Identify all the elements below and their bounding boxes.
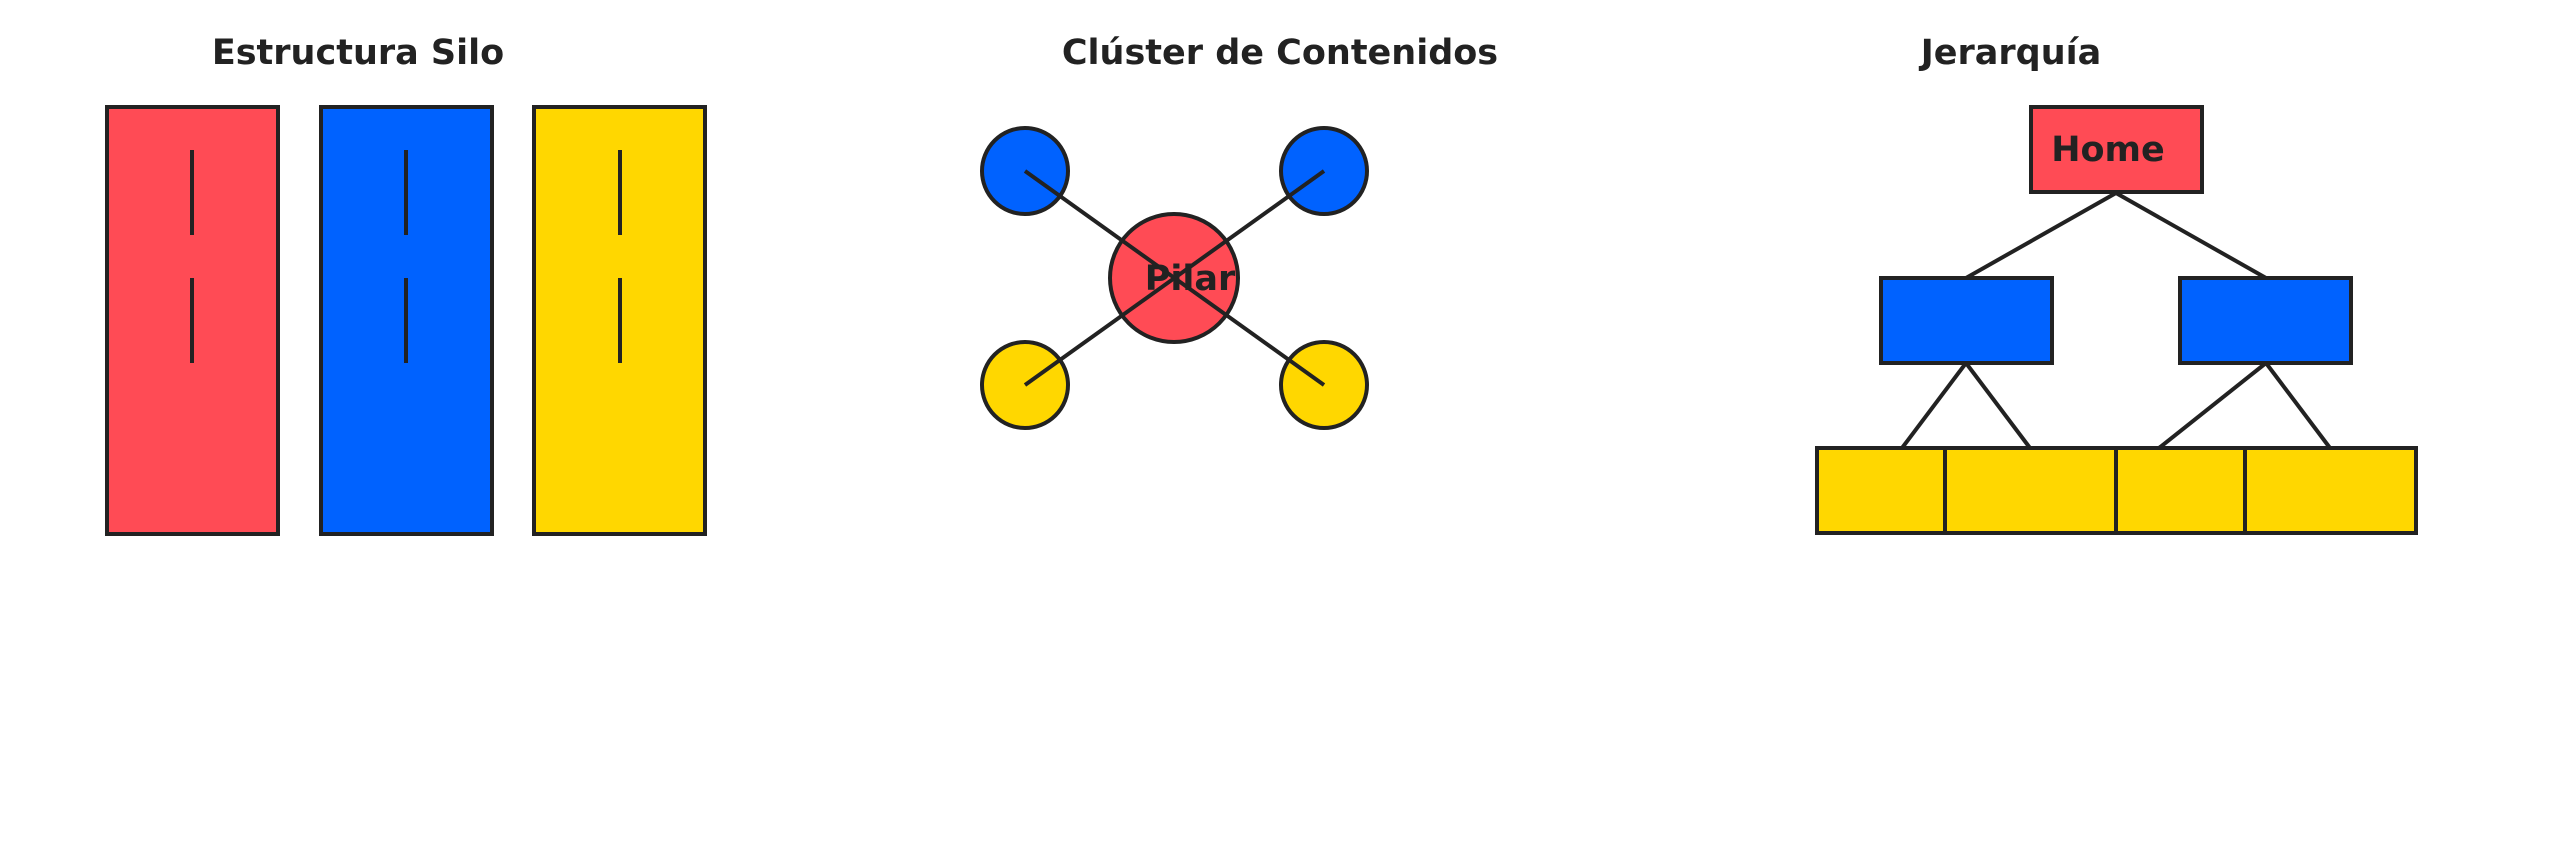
cluster-pillar-label: Pilar: [1145, 259, 1236, 299]
cluster-satellite-bottom-left: [980, 340, 1070, 430]
hierarchy: Jerarquía Home: [1815, 33, 2418, 535]
hierarchy-connector: [1900, 361, 1968, 450]
hierarchy-connector: [1964, 361, 2032, 450]
silo-structure: Estructura Silo: [105, 33, 707, 536]
hierarchy-connector: [2264, 361, 2332, 450]
silo-column-red: [105, 105, 280, 536]
hierarchy-title: Jerarquía: [1919, 33, 2102, 73]
hierarchy-connector: [2157, 361, 2268, 450]
silo-title: Estructura Silo: [212, 33, 504, 73]
hierarchy-root-label: Home: [2051, 130, 2165, 170]
hierarchy-level2-node: [2178, 276, 2353, 365]
hierarchy-level3-node: [1943, 446, 2118, 535]
silo-column-blue: [319, 105, 494, 536]
hierarchy-level3-node: [2243, 446, 2418, 535]
silo-column-yellow: [532, 105, 707, 536]
cluster-satellite-top-left: [980, 126, 1070, 216]
hierarchy-level2-node: [1879, 276, 2054, 365]
hierarchy-connector: [1965, 191, 2117, 280]
content-cluster: Clúster de Contenidos Pilar: [980, 33, 1498, 430]
cluster-connector: [1023, 169, 1326, 387]
hierarchy-connector: [2115, 191, 2267, 280]
hierarchy-root-node: [2029, 105, 2204, 194]
cluster-title: Clúster de Contenidos: [1062, 33, 1498, 73]
